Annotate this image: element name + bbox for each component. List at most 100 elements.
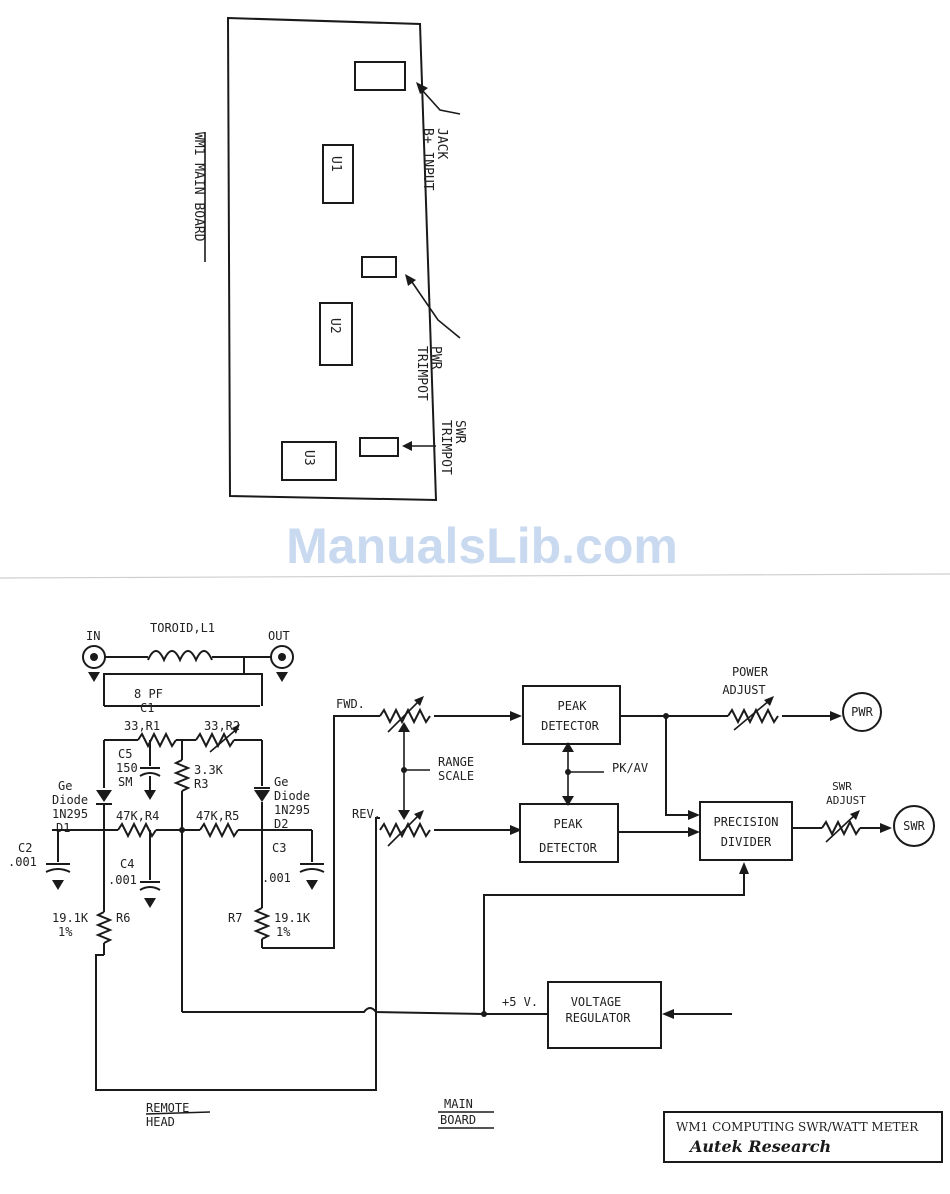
rev-pot-arrowhead <box>414 810 424 820</box>
u1-chip <box>322 144 354 204</box>
c3-ground <box>306 880 318 890</box>
schematic-diagram: IN OUT TOROID,L1 8 PF C1 33,R1 33,R2 C5 <box>8 621 943 1163</box>
c2-label: C2 <box>18 841 32 855</box>
d2-text-2: Diode <box>274 789 310 803</box>
swr-meter <box>893 805 935 847</box>
swr-adjust-label-1: SWR <box>832 780 852 793</box>
pwr-trimpot-outline <box>361 256 397 278</box>
title-block-brand: Autek Research <box>688 1137 831 1156</box>
pkav-label: PK/AV <box>612 761 648 775</box>
d1-text-3: 1N295 <box>52 807 88 821</box>
d1-text-1: Ge <box>58 779 72 793</box>
peak-fwd-text-1: PEAK <box>558 699 588 713</box>
r6-value-1: 19.1K <box>52 911 89 925</box>
c4-value: .001 <box>108 873 137 887</box>
in-label: IN <box>86 629 100 643</box>
r7-value-2: 1% <box>276 925 291 939</box>
rev-pot-arrow <box>387 813 421 847</box>
d1-text-2: Diode <box>52 793 88 807</box>
c4-plate-bottom <box>139 886 161 891</box>
precision-divider <box>699 801 793 861</box>
power-adjust-label-1: POWER <box>732 665 769 679</box>
remote-head-label-1: REMOTE <box>146 1101 189 1115</box>
toroid-tap <box>103 657 245 680</box>
board-outline <box>226 16 438 502</box>
d2-text-1: Ge <box>274 775 288 789</box>
c4-ground <box>144 898 156 908</box>
r2-resistor <box>195 731 235 749</box>
tap-right <box>244 673 263 680</box>
r4-label: 47K,R4 <box>116 809 159 823</box>
remote-head-label-2: HEAD <box>146 1115 175 1129</box>
d2-text-4: D2 <box>274 817 288 831</box>
divider-text-2: DIVIDER <box>721 835 772 849</box>
d1-text-4: D1 <box>56 821 70 835</box>
range-junction <box>401 767 407 773</box>
c5-value-1: 150 <box>116 761 138 775</box>
pwr-arrowhead <box>405 274 416 286</box>
c2-ground <box>52 880 64 890</box>
pwr-meter <box>842 692 882 732</box>
swr-trim-label-1: SWR <box>452 420 467 444</box>
pkav-junction <box>565 769 571 775</box>
page-fold <box>0 573 950 579</box>
c5-value-2: SM <box>118 775 132 789</box>
c2-plate-bottom <box>45 868 71 873</box>
toroid-label: TOROID,L1 <box>150 621 215 635</box>
c2-value: .001 <box>8 855 37 869</box>
r6-resistor <box>95 911 113 944</box>
r5-label: 47K,R5 <box>196 809 239 823</box>
u2-chip <box>319 302 353 366</box>
rev-peak-arrow <box>510 825 522 835</box>
u3-chip <box>281 441 337 481</box>
fwd-pot-arrowhead <box>414 696 424 706</box>
fwd-to-divider <box>665 716 692 816</box>
plus5-label: +5 V. <box>502 995 538 1009</box>
fwd-peak-arrow <box>510 711 522 721</box>
title-block-text: WM1 COMPUTING SWR/WATT METER <box>676 1120 919 1134</box>
r7-label: R7 <box>228 911 242 925</box>
c3-plate-bottom <box>299 868 325 873</box>
rev-divider-arrow <box>688 827 700 837</box>
d2-text-3: 1N295 <box>274 803 310 817</box>
pwr-trim-label-2: TRIMPOT <box>414 346 429 401</box>
pwr-meter-arrow <box>830 711 842 721</box>
pwr-leader <box>411 281 461 339</box>
fwd-divider-arrow <box>688 810 700 820</box>
swr-meter-arrow <box>880 823 892 833</box>
title-block <box>663 1111 943 1163</box>
main-board-label-2: BOARD <box>440 1113 476 1127</box>
vreg-text-1: VOLTAGE <box>571 995 622 1009</box>
b-input-arrowhead <box>416 82 428 94</box>
r6-value-2: 1% <box>58 925 73 939</box>
range-arrow-down <box>398 810 410 820</box>
swr-meter-label: SWR <box>903 819 925 833</box>
out-ground <box>276 672 288 682</box>
u3-label: U3 <box>301 450 316 466</box>
toroid-coil <box>147 650 213 663</box>
range-label-2: SCALE <box>438 769 474 783</box>
fwd-wire <box>262 715 380 949</box>
power-adjust-arrowhead <box>764 696 774 706</box>
r7-resistor <box>253 907 271 940</box>
u2-label: U2 <box>327 318 342 334</box>
peak-detector-fwd <box>522 685 621 745</box>
fwd-pot-arrow <box>387 699 421 733</box>
power-adjust-label-2: ADJUST <box>722 683 765 697</box>
r5-resistor <box>199 821 239 839</box>
peak-rev-text-1: PEAK <box>554 817 584 831</box>
c4-label: C4 <box>120 857 134 871</box>
in-connector-pin <box>90 653 98 661</box>
main-board-layout: WM1 MAIN BOARD U1 U2 U3 B+ INPUT JACK PW… <box>191 16 467 502</box>
r3-resistor <box>173 759 191 792</box>
range-arrow-up <box>398 722 410 732</box>
c3-label: C3 <box>272 841 286 855</box>
voltage-regulator <box>547 981 662 1049</box>
range-label-1: RANGE <box>438 755 474 769</box>
r7-value-1: 19.1K <box>274 911 311 925</box>
d2-diode <box>254 790 270 802</box>
regulator-input-arrow <box>662 1009 674 1019</box>
in-ground <box>88 672 100 682</box>
supply-to-divider <box>483 870 745 1014</box>
